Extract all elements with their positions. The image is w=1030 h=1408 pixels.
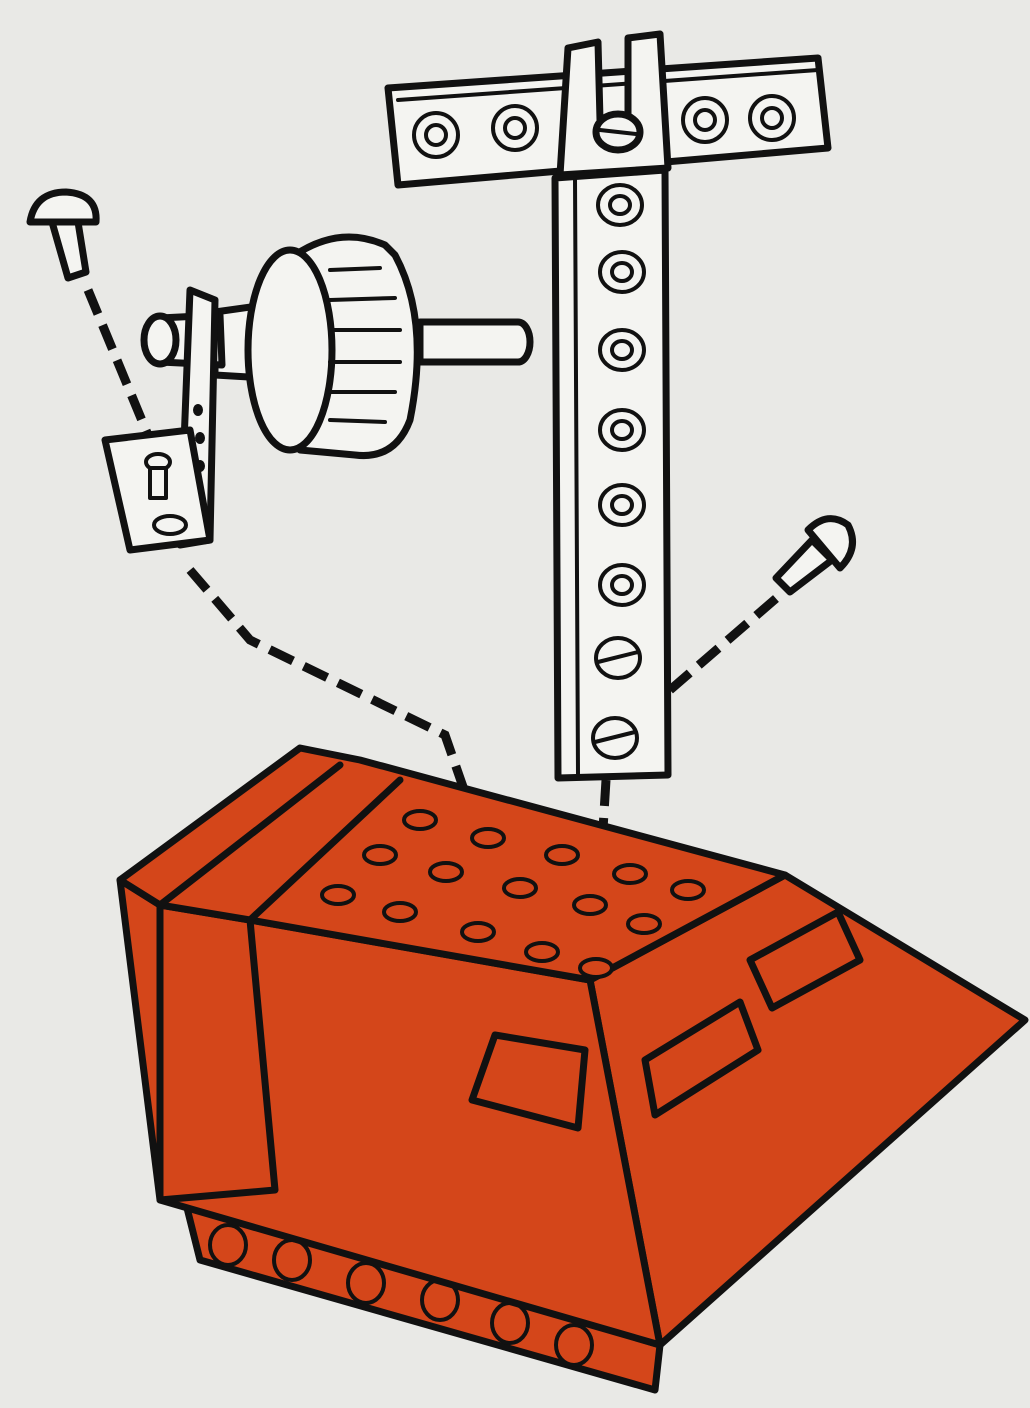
screw-left-head xyxy=(30,192,96,222)
bracket-screw-shank xyxy=(150,468,166,498)
axle-nut xyxy=(144,316,176,364)
bracket-base-hole xyxy=(154,516,186,534)
wheel-face xyxy=(248,250,332,450)
axle-right xyxy=(420,322,530,362)
